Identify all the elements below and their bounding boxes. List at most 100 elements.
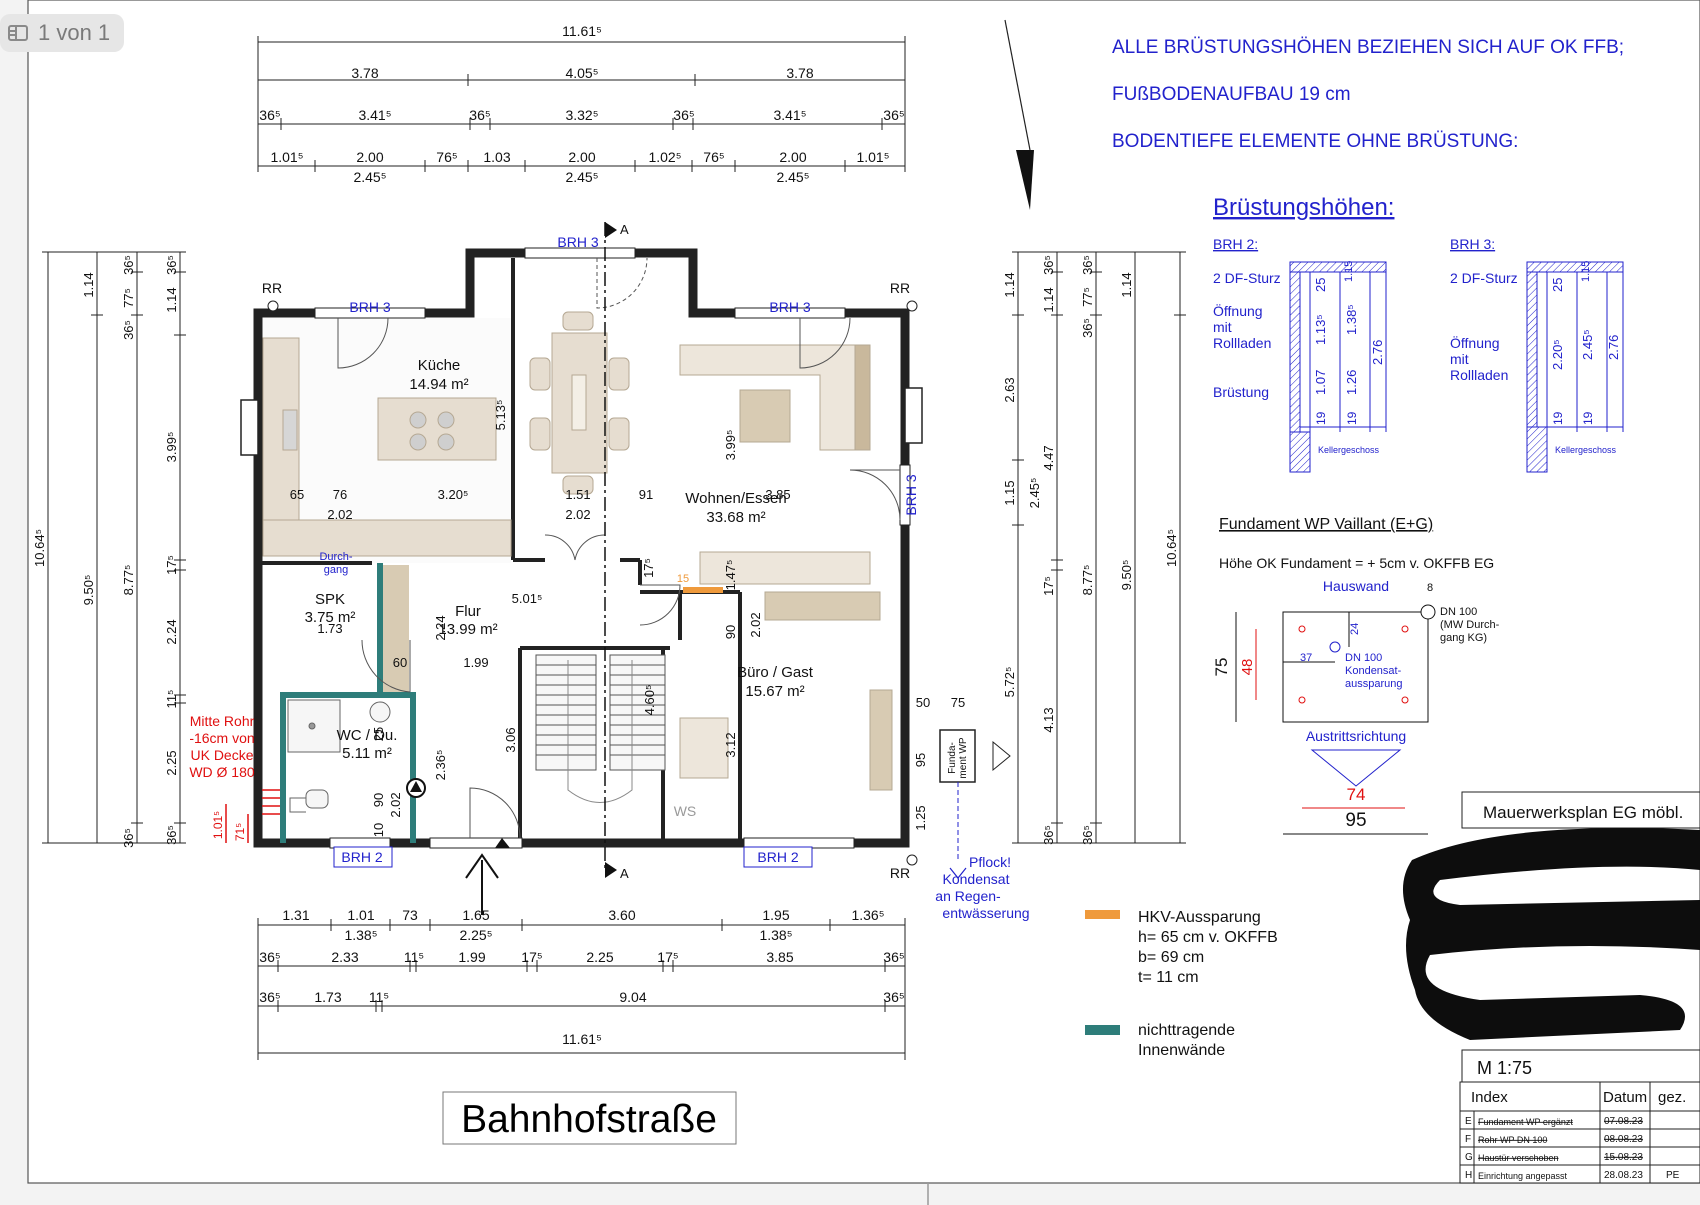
brh3-label: BRH 3 [769,299,810,315]
bottom-dim: 1.95 [762,907,789,923]
pipe-red-marks [225,789,280,843]
page-indicator[interactable]: 1 von 1 [0,14,125,52]
bottom-dim: 1.73 [314,989,341,1005]
bottom-dimension-lines [257,918,906,1060]
right-dim: 2.45⁵ [1027,478,1042,509]
svg-text:2.45⁵: 2.45⁵ [1580,329,1595,360]
right-dim: 5.72⁵ [1002,667,1017,698]
legend-hkv-swatch [1085,910,1120,919]
top-dim: 1.02⁵ [648,149,681,165]
misc-labels: RR RR RR WS Funda- ment WP [262,280,969,881]
svg-text:48: 48 [1239,659,1256,676]
svg-text:2.02: 2.02 [327,507,352,522]
hkv-marker [683,587,723,593]
rr-label: RR [890,280,910,296]
top-dim: 2.00 [356,149,383,165]
right-dim: 77⁵ [1080,287,1095,307]
svg-text:mit: mit [1213,319,1232,335]
top-dim: 36⁵ [259,107,280,123]
svg-text:65: 65 [290,487,304,502]
left-dim: 36⁵ [164,255,179,275]
note-line: ALLE BRÜSTUNGSHÖHEN BEZIEHEN SICH AUF OK… [1112,37,1624,58]
bottom-dim: 1.36⁵ [851,907,884,923]
bottom-dim: 1.38⁵ [344,927,377,943]
svg-text:10: 10 [371,823,386,837]
room-area-wohnen: 33.68 m² [706,509,765,526]
left-dim: 36⁵ [121,255,136,275]
dining-table [529,311,630,495]
page-indicator-label: 1 von 1 [38,20,111,45]
kitchen-furniture [262,337,512,557]
sidebar-icon[interactable] [8,25,28,41]
svg-text:15: 15 [677,573,689,585]
svg-text:2.24: 2.24 [433,615,448,640]
pflock-label: an Regen- [935,888,1001,904]
top-dim: 2.45⁵ [565,169,598,185]
section-markers: A A [605,222,629,881]
bottom-dim: 1.38⁵ [759,927,792,943]
right-dim: 2.63 [1002,377,1017,402]
room-name-buero: Büro / Gast [737,664,814,681]
right-dim: 9.50⁵ [1119,560,1134,591]
section-label: A [620,866,629,881]
svg-text:25: 25 [371,727,386,741]
svg-text:1.25: 1.25 [913,805,928,830]
svg-text:1.99: 1.99 [463,655,488,670]
svg-text:F: F [1465,1134,1471,1145]
bottom-dim: 36⁵ [883,989,904,1005]
top-dim: 1.03 [483,149,510,165]
svg-text:90: 90 [723,625,738,639]
bottom-dim: 11⁵ [404,949,424,965]
pflock-label: Kondensat [943,871,1010,887]
svg-text:UK Decke: UK Decke [190,747,253,763]
svg-text:Rollladen: Rollladen [1450,367,1508,383]
svg-text:mit: mit [1450,351,1469,367]
svg-text:1.01⁵: 1.01⁵ [211,811,225,839]
svg-text:G: G [1465,1152,1473,1163]
top-dim: 1.01⁵ [270,149,303,165]
bottom-dim: 3.60 [608,907,635,923]
room-area-kueche: 14.94 m² [409,376,468,393]
brh-details: Brüstungshöhen: BRH 2: 2 DF-Sturz Öffnun… [1213,194,1624,473]
right-dim: 36⁵ [1080,825,1095,845]
right-dim: 4.47 [1041,445,1056,470]
svg-text:28.08.23: 28.08.23 [1604,1170,1643,1181]
top-dim: 2.45⁵ [776,169,809,185]
stairs [535,654,666,803]
svg-text:Kellergeschoss: Kellergeschoss [1555,445,1617,455]
bottom-dim: 1.31 [282,907,309,923]
top-total-dim: 11.61⁵ [562,23,602,39]
north-arrow-line [1004,19,1031,151]
svg-text:aussparung: aussparung [1345,678,1403,690]
left-dim: 3.99⁵ [164,432,179,463]
top-dim: 3.41⁵ [358,107,391,123]
room-name-wc: WC / Du. [337,727,398,744]
svg-text:2.20⁵: 2.20⁵ [1550,339,1565,370]
bottom-dim: 2.25⁵ [459,927,492,943]
left-dim: 1.14 [81,272,96,297]
svg-text:Öffnung: Öffnung [1213,302,1263,319]
pflock-label: entwässerung [942,905,1029,921]
right-dim: 36⁵ [1080,255,1095,275]
inner-dim-labels: 65 76 3.20⁵ 2.02 1.51 2.02 91 3.85 5.13⁵… [290,400,965,838]
svg-text:Mitte Rohr: Mitte Rohr [190,713,255,729]
right-dim: 4.13 [1041,707,1056,732]
svg-text:25: 25 [1550,278,1565,292]
svg-text:Fundament WP ergänzt: Fundament WP ergänzt [1478,1117,1573,1127]
svg-text:Einrichtung angepasst: Einrichtung angepasst [1478,1171,1568,1181]
plan-labels: Küche 14.94 m² Wohnen/Essen 33.68 m² SPK… [305,357,814,762]
svg-text:5.13⁵: 5.13⁵ [493,400,508,431]
svg-text:19: 19 [1551,411,1565,425]
svg-text:Rohr WP DN 100: Rohr WP DN 100 [1478,1135,1547,1145]
room-name-flur: Flur [455,603,481,620]
svg-text:8: 8 [1427,582,1433,594]
plan-title: Mauerwerksplan EG möbl. [1483,803,1683,822]
svg-text:1.15: 1.15 [1343,261,1355,282]
right-total-dim: 10.64⁵ [1164,529,1179,567]
top-dim: 2.00 [779,149,806,165]
bottom-dim: 1.01 [347,907,374,923]
svg-text:DN 100: DN 100 [1440,606,1477,618]
svg-text:Brüstung: Brüstung [1213,384,1269,400]
pipe-note: Mitte Rohr -16cm von UK Decke WD Ø 180 1… [189,713,255,841]
